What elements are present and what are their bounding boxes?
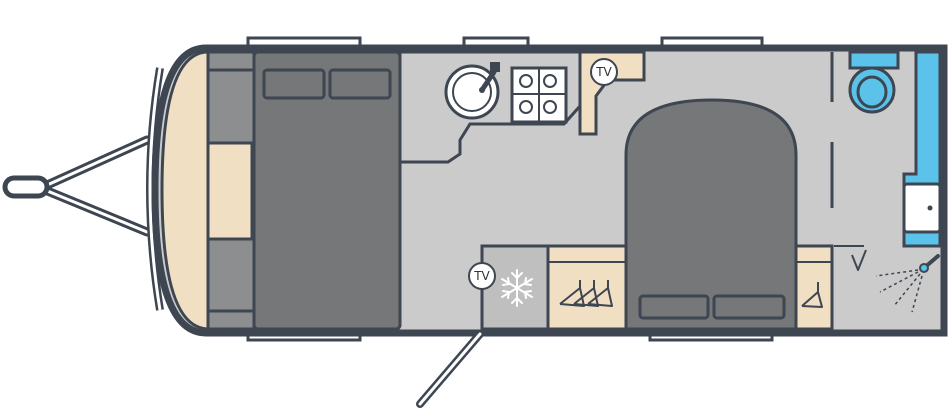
hob-icon [510,66,568,124]
hanger-icon-bedside [801,282,823,308]
front-pillow-left [262,68,326,100]
hanger-icon [559,280,613,307]
rear-pillow-left [638,294,710,320]
front-table [206,141,254,241]
toilet-icon [848,50,900,114]
sink-icon [444,62,500,120]
rear-bed-mattress [624,98,798,331]
rear-pillow-right [712,294,786,320]
entrance-door[interactable] [416,330,484,408]
bedside-wardrobe [794,244,834,331]
front-chest [160,50,210,331]
washbasin-icon [902,182,942,234]
snowflake-icon [501,269,533,307]
front-backrest-bottom [206,309,256,331]
wardrobe [546,244,628,331]
front-backrest-top [206,50,256,72]
front-seating [206,50,402,331]
front-bed-mattress [252,50,402,331]
tv-kitchen-icon: TV [590,58,618,86]
front-pillow-right [328,68,392,100]
tv-front-icon: TV [468,262,496,290]
front-bumper [146,67,164,311]
tv-kitchen-label: TV [595,65,612,79]
towbar [2,135,152,237]
shower-icon [834,245,940,313]
tv-front-label: TV [473,269,490,283]
